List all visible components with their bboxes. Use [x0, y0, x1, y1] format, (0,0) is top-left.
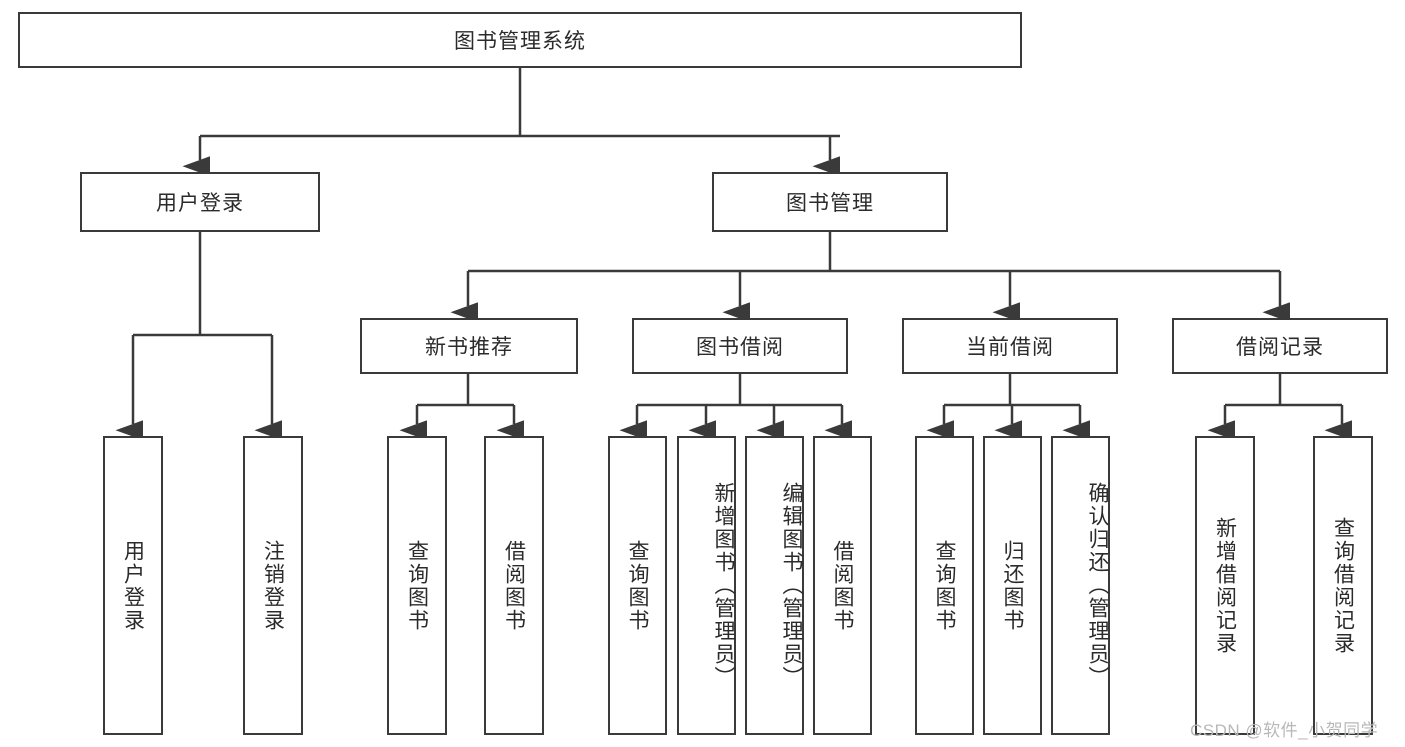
node-current-borrow[interactable]: 当前借阅	[902, 318, 1118, 374]
node-leaf-user-login-label: 用户登录	[121, 539, 145, 632]
node-new-book-rec-label: 新书推荐	[425, 336, 513, 359]
node-book-manage[interactable]: 图书管理	[712, 172, 948, 232]
node-new-book-rec[interactable]: 新书推荐	[360, 318, 578, 374]
node-leaf-borrow-book-2[interactable]: 借阅图书	[813, 436, 872, 735]
node-user-login[interactable]: 用户登录	[80, 172, 320, 232]
node-leaf-return-book[interactable]: 归还图书	[983, 436, 1042, 735]
node-leaf-user-login[interactable]: 用户登录	[103, 436, 163, 735]
node-root-label: 图书管理系统	[454, 30, 586, 53]
node-leaf-query-book-1[interactable]: 查询图书	[387, 436, 447, 735]
node-borrow-record-label: 借阅记录	[1236, 336, 1324, 359]
node-leaf-query-record-label: 查询借阅记录	[1331, 516, 1355, 655]
node-leaf-add-book[interactable]: 新增图书（管理员）	[677, 436, 736, 735]
node-leaf-query-book-2[interactable]: 查询图书	[608, 436, 667, 735]
node-book-manage-label: 图书管理	[786, 192, 874, 215]
node-leaf-logout-label: 注销登录	[261, 539, 285, 632]
node-leaf-borrow-book-1[interactable]: 借阅图书	[484, 436, 544, 735]
watermark: CSDN @软件_小贺同学	[1190, 721, 1379, 740]
node-leaf-edit-book-label: 编辑图书（管理员）	[780, 482, 803, 689]
node-root[interactable]: 图书管理系统	[18, 12, 1022, 68]
node-leaf-add-record-label: 新增借阅记录	[1213, 516, 1237, 655]
node-leaf-query-book-1-label: 查询图书	[405, 539, 429, 632]
node-leaf-confirm-return-label: 确认归还（管理员）	[1086, 482, 1109, 689]
node-leaf-logout[interactable]: 注销登录	[243, 436, 303, 735]
node-leaf-return-book-label: 归还图书	[1001, 539, 1024, 632]
node-leaf-add-record[interactable]: 新增借阅记录	[1195, 436, 1255, 735]
node-book-borrow[interactable]: 图书借阅	[632, 318, 848, 374]
node-leaf-query-book-3[interactable]: 查询图书	[915, 436, 974, 735]
node-leaf-borrow-book-2-label: 借阅图书	[831, 539, 854, 632]
node-leaf-query-record[interactable]: 查询借阅记录	[1313, 436, 1373, 735]
node-leaf-query-book-3-label: 查询图书	[933, 539, 956, 632]
node-borrow-record[interactable]: 借阅记录	[1172, 318, 1388, 374]
node-leaf-edit-book[interactable]: 编辑图书（管理员）	[745, 436, 804, 735]
node-leaf-query-book-2-label: 查询图书	[626, 539, 649, 632]
node-user-login-label: 用户登录	[156, 192, 244, 215]
node-leaf-add-book-label: 新增图书（管理员）	[712, 482, 735, 689]
node-leaf-borrow-book-1-label: 借阅图书	[502, 539, 526, 632]
node-book-borrow-label: 图书借阅	[696, 336, 784, 359]
node-current-borrow-label: 当前借阅	[966, 336, 1054, 359]
node-leaf-confirm-return[interactable]: 确认归还（管理员）	[1051, 436, 1110, 735]
